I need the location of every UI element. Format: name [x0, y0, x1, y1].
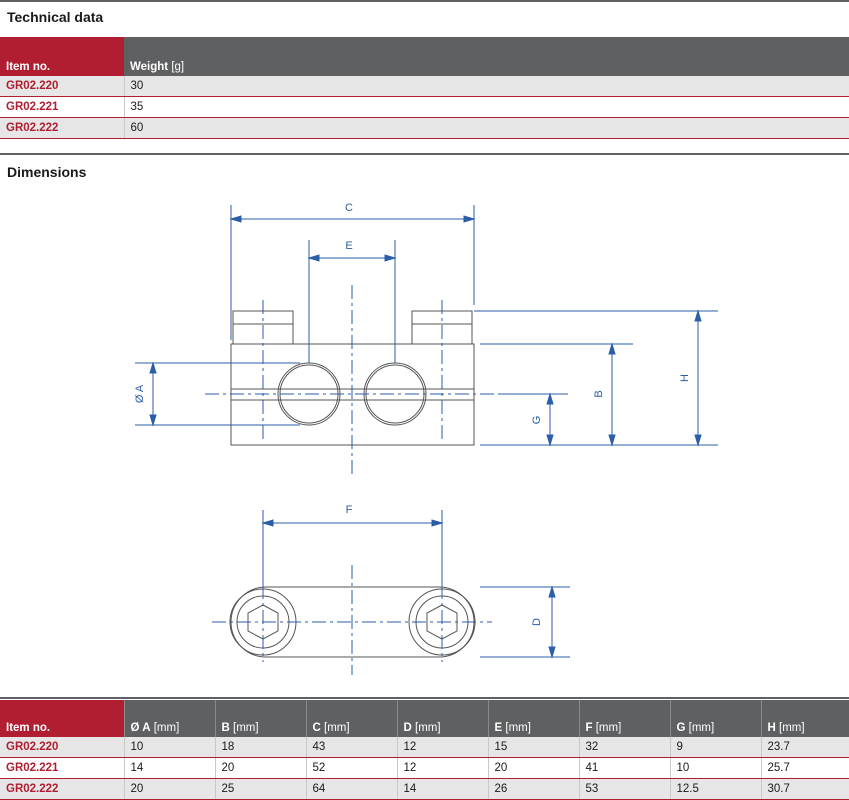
- cell-d: 12: [396, 757, 488, 779]
- table-row: GR02.221 35: [0, 96, 849, 118]
- header-e: E [mm]: [487, 700, 579, 737]
- item-number: GR02.222: [0, 778, 124, 800]
- header-b: B [mm]: [214, 700, 306, 737]
- item-number: GR02.222: [0, 117, 124, 139]
- cell-b: 20: [214, 757, 306, 779]
- dim-label-h: H: [679, 374, 691, 382]
- cell-g: 10: [669, 757, 761, 779]
- weight-value: 35: [123, 96, 849, 118]
- dim-label-d: D: [531, 618, 543, 626]
- cell-c: 64: [305, 778, 397, 800]
- item-number: GR02.221: [0, 757, 124, 779]
- dimension-drawing: C E F Ø A H B G D: [134, 202, 718, 675]
- header-f: F [mm]: [578, 700, 670, 737]
- header-d: D [mm]: [396, 700, 488, 737]
- dim-label-b: B: [593, 390, 605, 397]
- table-row: GR02.222 60: [0, 117, 849, 139]
- header-item-no: Item no.: [0, 700, 124, 737]
- cell-a: 20: [123, 778, 215, 800]
- dim-label-g: G: [531, 416, 543, 425]
- header-h: H [mm]: [760, 700, 849, 737]
- cell-g: 9: [669, 737, 761, 758]
- cell-c: 52: [305, 757, 397, 779]
- cell-d: 12: [396, 737, 488, 758]
- weight-value: 30: [123, 76, 849, 97]
- cell-d: 14: [396, 778, 488, 800]
- cell-a: 10: [123, 737, 215, 758]
- table-row: GR02.220 30: [0, 76, 849, 97]
- table-row: GR02.222 20 25 64 14 26 53 12.5 30.7: [0, 778, 849, 800]
- dimensions-table: Item no. Ø A [mm] B [mm] C [mm] D [mm] E…: [0, 700, 849, 800]
- cell-b: 18: [214, 737, 306, 758]
- dimensions-title: Dimensions: [7, 164, 87, 180]
- cell-a: 14: [123, 757, 215, 779]
- header-c: C [mm]: [305, 700, 397, 737]
- item-number: GR02.220: [0, 76, 124, 97]
- header-a: Ø A [mm]: [123, 700, 215, 737]
- header-weight: Weight [g]: [124, 37, 849, 76]
- cell-h: 23.7: [760, 737, 849, 758]
- cell-e: 15: [487, 737, 579, 758]
- cell-b: 25: [214, 778, 306, 800]
- cell-h: 30.7: [760, 778, 849, 800]
- top-rule: [0, 0, 849, 2]
- technical-data-title: Technical data: [7, 9, 104, 25]
- cell-f: 53: [578, 778, 670, 800]
- cell-g: 12.5: [669, 778, 761, 800]
- header-item-no: Item no.: [0, 37, 124, 76]
- cell-f: 41: [578, 757, 670, 779]
- dim-label-a: Ø A: [134, 384, 146, 403]
- table-row: GR02.220 10 18 43 12 15 32 9 23.7: [0, 737, 849, 758]
- item-number: GR02.221: [0, 96, 124, 118]
- weight-value: 60: [123, 117, 849, 139]
- header-g: G [mm]: [669, 700, 761, 737]
- dim-label-e: E: [345, 240, 352, 252]
- cell-e: 20: [487, 757, 579, 779]
- dimension-table-rule: [0, 697, 849, 699]
- dimensions-rule: [0, 153, 849, 155]
- dim-label-c: C: [345, 202, 353, 214]
- table-row: GR02.221 14 20 52 12 20 41 10 25.7: [0, 757, 849, 779]
- cell-f: 32: [578, 737, 670, 758]
- cell-h: 25.7: [760, 757, 849, 779]
- item-number: GR02.220: [0, 737, 124, 758]
- weight-table: Item no. Weight [g] GR02.220 30 GR02.221…: [0, 37, 849, 139]
- cell-c: 43: [305, 737, 397, 758]
- dim-label-f: F: [346, 504, 353, 516]
- cell-e: 26: [487, 778, 579, 800]
